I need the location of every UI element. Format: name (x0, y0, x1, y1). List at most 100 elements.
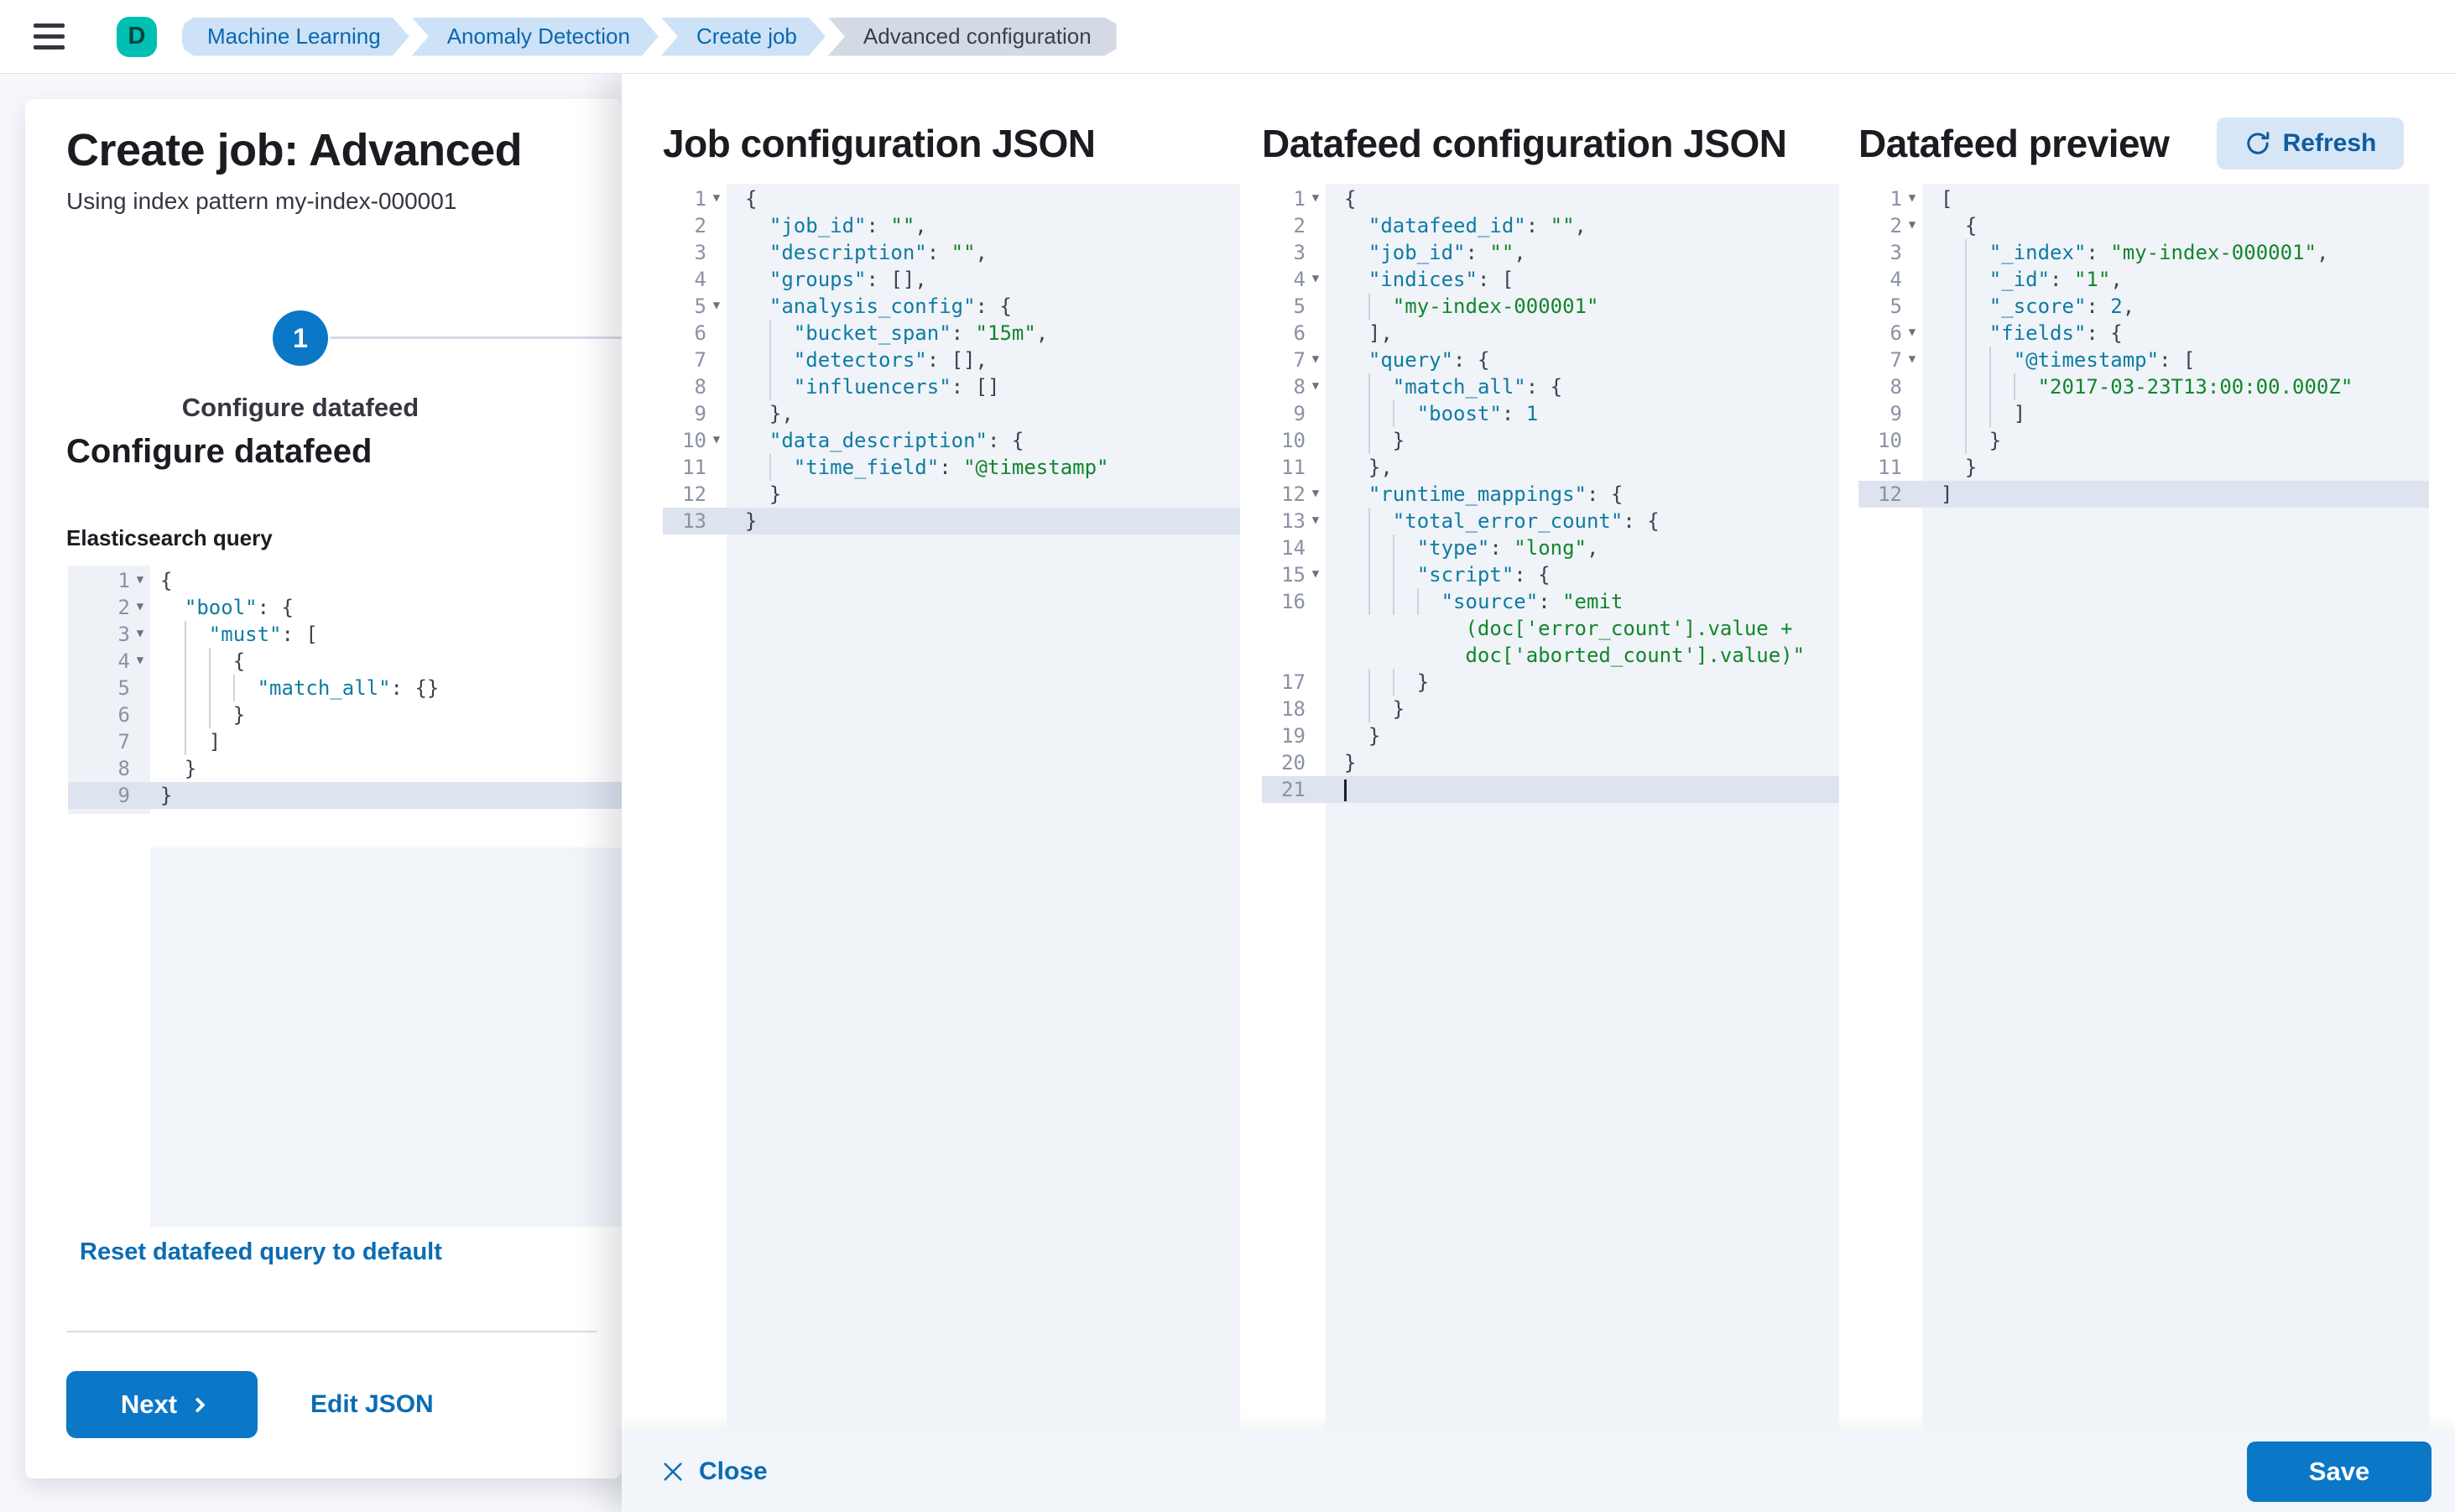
fold-toggle-icon[interactable]: ▼ (136, 600, 144, 613)
gutter-line-number: 14▼ (1281, 536, 1306, 560)
fold-toggle-icon[interactable]: ▼ (712, 191, 721, 205)
breadcrumb-machine-learning[interactable]: Machine Learning (182, 18, 409, 56)
code-line: 4▼{ (68, 648, 622, 675)
code-line: 11▼} (1858, 454, 2429, 481)
gutter-line-number: 11▼ (1281, 456, 1306, 479)
wizard-step-1-label: Configure datafeed (181, 393, 420, 422)
code-line: 10▼} (1262, 427, 1839, 454)
job-config-title: Job configuration JSON (663, 122, 1096, 165)
gutter-line-number: 8▼ (694, 375, 706, 399)
code-line: 4▼"groups": [], (663, 266, 1240, 293)
gutter-line-number: 12▼ (1878, 482, 1902, 506)
code-line: 6▼} (68, 701, 622, 728)
gutter-line-number: 20▼ (1281, 751, 1306, 774)
gutter-line-number: 6▼ (1858, 320, 1922, 347)
code-line: 8▼"match_all": { (1262, 373, 1839, 400)
fold-toggle-icon[interactable]: ▼ (1908, 191, 1916, 205)
fold-toggle-icon[interactable]: ▼ (1311, 567, 1320, 581)
gutter-line-number: 7▼ (1858, 347, 1922, 373)
code-line: 4▼"_id": "1", (1858, 266, 2429, 293)
gutter-line-number: 9▼ (694, 402, 706, 425)
code-line: 3▼"_index": "my-index-000001", (1858, 239, 2429, 266)
datafeed-config-editor[interactable]: 1▼{2▼"datafeed_id": "",3▼"job_id": "",4▼… (1262, 184, 1839, 1431)
code-line: 2▼{ (1858, 212, 2429, 239)
fold-toggle-icon[interactable]: ▼ (1908, 218, 1916, 232)
fold-toggle-icon[interactable]: ▼ (712, 433, 721, 446)
fold-toggle-icon[interactable]: ▼ (1311, 191, 1320, 205)
gutter-line-number: 15▼ (1262, 561, 1326, 588)
code-line: 15▼"script": { (1262, 561, 1839, 588)
breadcrumb-create-job[interactable]: Create job (661, 18, 826, 56)
close-button[interactable]: Close (660, 1457, 768, 1486)
section-heading: Configure datafeed (66, 433, 373, 470)
job-config-editor[interactable]: 1▼{2▼"job_id": "",3▼"description": "",4▼… (663, 184, 1240, 1431)
code-line: 12▼"runtime_mappings": { (1262, 481, 1839, 508)
datafeed-preview-editor[interactable]: 1▼[2▼{3▼"_index": "my-index-000001",4▼"_… (1858, 184, 2429, 1431)
fold-toggle-icon[interactable]: ▼ (136, 627, 144, 640)
code-line: 11▼}, (1262, 454, 1839, 481)
code-line: 3▼"job_id": "", (1262, 239, 1839, 266)
code-line-wrap: (doc['error_count'].value + (1465, 617, 1793, 640)
fold-toggle-icon[interactable]: ▼ (136, 654, 144, 667)
gutter-line-number: 17▼ (1281, 670, 1306, 694)
chevron-right-icon (190, 1397, 206, 1413)
fold-toggle-icon[interactable]: ▼ (1311, 352, 1320, 366)
refresh-button[interactable]: Refresh (2217, 117, 2404, 169)
code-line: 20▼} (1262, 749, 1839, 776)
code-line: 8▼} (68, 755, 622, 782)
gutter-line-number: 8▼ (1889, 375, 1902, 399)
fold-toggle-icon[interactable]: ▼ (1908, 326, 1916, 339)
wizard-step-connector (330, 336, 622, 339)
code-line: 1▼[ (1858, 185, 2429, 212)
fold-toggle-icon[interactable]: ▼ (1311, 379, 1320, 393)
gutter-line-number: 1▼ (663, 185, 727, 212)
next-button-label: Next (120, 1389, 178, 1419)
gutter-line-number: 1▼ (68, 567, 150, 594)
code-line-wrap: doc['aborted_count'].value)" (1465, 644, 1806, 667)
fold-toggle-icon[interactable]: ▼ (1311, 272, 1320, 285)
gutter-line-number: 3▼ (68, 621, 150, 648)
code-line: 21▼ (1262, 776, 1839, 803)
space-avatar[interactable]: D (117, 16, 157, 57)
fold-toggle-icon[interactable]: ▼ (136, 573, 144, 587)
breadcrumb-anomaly-detection[interactable]: Anomaly Detection (412, 18, 659, 56)
gutter-line-number: 3▼ (1889, 241, 1902, 264)
gutter-line-number: 8▼ (1262, 373, 1326, 400)
next-button[interactable]: Next (66, 1371, 258, 1438)
gutter-line-number: 5▼ (663, 293, 727, 320)
gutter-line-number: 18▼ (1281, 697, 1306, 721)
fold-toggle-icon[interactable]: ▼ (712, 299, 721, 312)
gutter-line-number: 8▼ (117, 757, 130, 780)
code-line: 4▼"indices": [ (1262, 266, 1839, 293)
wizard-step-1[interactable]: 1 (273, 310, 328, 366)
editor-gutter (68, 566, 150, 814)
es-query-editor[interactable]: 1▼{2▼"bool": {3▼"must": [4▼{5▼"match_all… (68, 566, 622, 1227)
fold-toggle-icon[interactable]: ▼ (1908, 352, 1916, 366)
code-line: 5▼"match_all": {} (68, 675, 622, 701)
gutter-line-number: 4▼ (1889, 268, 1902, 291)
gutter-line-number: 2▼ (1858, 212, 1922, 239)
code-line: 7▼"@timestamp": [ (1858, 347, 2429, 373)
editor-background (150, 847, 622, 1227)
gutter-line-number: 21▼ (1281, 778, 1306, 801)
code-line: 10▼} (1858, 427, 2429, 454)
flyout-footer: Close Save (622, 1431, 2455, 1512)
gutter-line-number: 3▼ (694, 241, 706, 264)
es-query-label: Elasticsearch query (66, 525, 273, 550)
code-line: 10▼"data_description": { (663, 427, 1240, 454)
edit-json-link[interactable]: Edit JSON (310, 1390, 434, 1418)
gutter-line-number: 4▼ (68, 648, 150, 675)
code-line: 5▼"analysis_config": { (663, 293, 1240, 320)
save-button[interactable]: Save (2247, 1441, 2432, 1502)
code-line: 12▼} (663, 481, 1240, 508)
fold-toggle-icon[interactable]: ▼ (1311, 487, 1320, 500)
code-line: 9▼] (1858, 400, 2429, 427)
code-line: 18▼} (1262, 696, 1839, 722)
code-line: 13▼"total_error_count": { (1262, 508, 1839, 534)
gutter-line-number: 2▼ (694, 214, 706, 237)
gutter-line-number: 9▼ (1889, 402, 1902, 425)
fold-toggle-icon[interactable]: ▼ (1311, 514, 1320, 527)
close-button-label: Close (699, 1457, 768, 1485)
menu-icon[interactable] (34, 23, 65, 50)
reset-datafeed-query-link[interactable]: Reset datafeed query to default (80, 1238, 442, 1265)
